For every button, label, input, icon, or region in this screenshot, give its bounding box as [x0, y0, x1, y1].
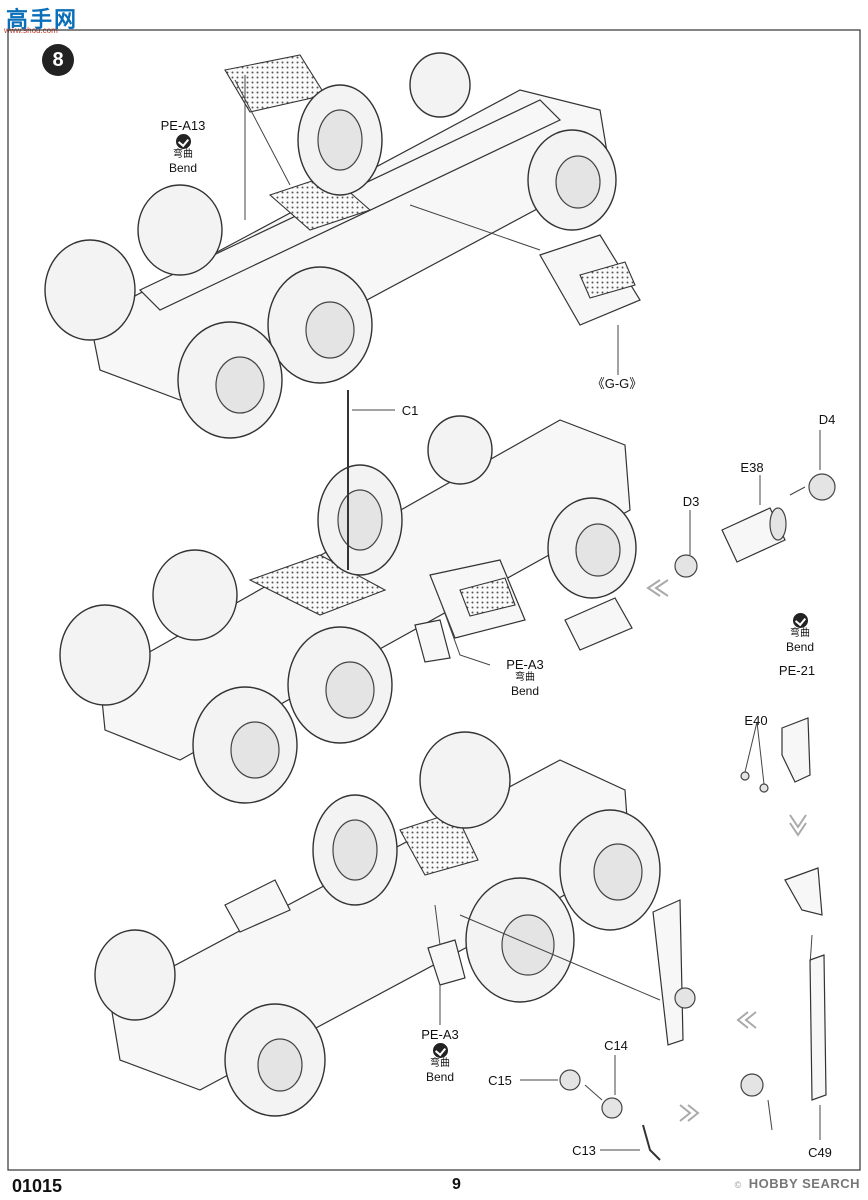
label-c1: C1: [401, 403, 419, 418]
step-number-badge: 8: [42, 44, 74, 76]
bend-en: Bend: [425, 1070, 455, 1085]
bend-icon: [432, 1043, 448, 1059]
bend-icon: [175, 134, 191, 150]
label-pe-a13: PE-A13 弯曲 Bend: [148, 118, 218, 176]
label-pe-a3-middle: PE-A3 弯曲 Bend: [490, 657, 560, 699]
watermark: © HOBBY SEARCH: [735, 1176, 860, 1191]
label-d3: D3: [682, 494, 700, 509]
part-pe-a3: PE-A3: [421, 1027, 459, 1042]
chassis-bottom: [94, 731, 827, 1161]
watermark-prefix: ©: [734, 1180, 745, 1190]
bend-en: Bend: [785, 640, 815, 655]
label-c49: C49: [808, 1145, 832, 1160]
page-border: [7, 29, 861, 1171]
watermark-text: HOBBY SEARCH: [748, 1176, 860, 1191]
label-e38: E38: [740, 460, 764, 475]
logo-text: 高手网: [6, 8, 79, 33]
part-pe-a3: PE-A3: [506, 657, 544, 672]
bend-cn: 弯曲: [790, 628, 810, 640]
page-number: 9: [452, 1176, 461, 1193]
label-bend-pe21: 弯曲 Bend: [782, 612, 818, 655]
bend-cn: 弯曲: [430, 1058, 450, 1070]
chassis-top: [44, 52, 641, 439]
label-pe-a3-bottom: PE-A3 弯曲 Bend: [405, 1027, 475, 1085]
bend-cn: 弯曲: [173, 149, 193, 161]
bend-en: Bend: [168, 161, 198, 176]
label-c15: C15: [488, 1073, 512, 1088]
part-pe-a13: PE-A13: [160, 118, 206, 133]
label-g-g: 《G-G》: [591, 376, 643, 391]
bend-cn: 弯曲: [515, 672, 535, 683]
bend-icon: [792, 613, 808, 629]
label-d4: D4: [818, 412, 836, 427]
label-c14: C14: [604, 1038, 628, 1053]
chassis-middle: [59, 390, 836, 837]
label-c13: C13: [572, 1143, 596, 1158]
product-code: 01015: [12, 1176, 63, 1196]
label-e40: E40: [744, 713, 768, 728]
bend-en: Bend: [510, 684, 540, 698]
label-pe-21: PE-21: [778, 663, 816, 678]
